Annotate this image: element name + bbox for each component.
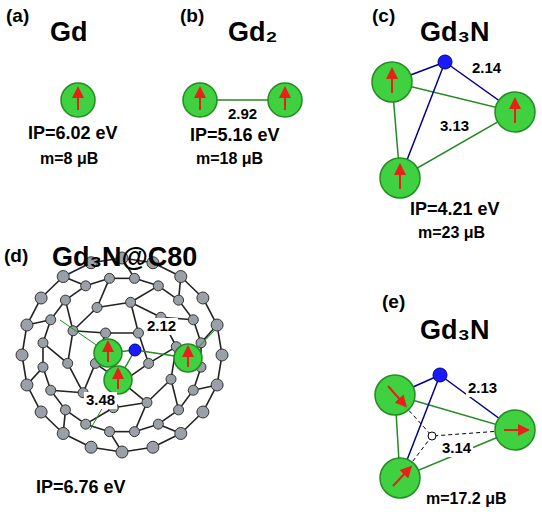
cluster-title: Gd	[50, 18, 88, 48]
encapsulated-cluster	[60, 320, 215, 430]
bond-length: 2.12	[145, 318, 178, 335]
c80-cage	[16, 252, 228, 458]
ionization-potential: IP=6.76 eV	[36, 478, 126, 498]
panel-letter: (e)	[382, 292, 405, 313]
bond-length: 2.92	[228, 106, 257, 123]
ionization-potential: IP=4.21 eV	[410, 200, 500, 220]
ionization-potential: IP=5.16 eV	[190, 126, 280, 146]
magnetic-moment: m=23 μB	[418, 224, 485, 242]
panel-letter: (b)	[180, 6, 204, 27]
bond-length: 3.14	[440, 440, 473, 457]
bond-length: 2.14	[470, 60, 503, 77]
cluster-title: Gd₃N@C80	[52, 243, 197, 273]
gd3n-cluster	[372, 55, 535, 198]
cluster-title: Gd₂	[228, 18, 278, 48]
cluster-title: Gd₃N	[420, 316, 489, 346]
gd-atom	[61, 83, 95, 117]
ionization-potential: IP=6.02 eV	[28, 124, 118, 144]
panel-letter: (c)	[372, 6, 395, 27]
cluster-title: Gd₃N	[420, 18, 489, 48]
panel-letter: (d)	[4, 246, 28, 267]
bond-length: 3.48	[84, 392, 117, 409]
bond-length: 3.13	[438, 118, 471, 135]
gd3n-noncollinear	[375, 368, 535, 498]
magnetic-moment: m=17.2 μB	[426, 490, 507, 508]
magnetic-moment: m=18 μB	[196, 150, 263, 168]
panel-letter: (a)	[6, 6, 29, 27]
bond-length: 2.13	[466, 380, 499, 397]
magnetic-moment: m=8 μB	[40, 150, 98, 168]
